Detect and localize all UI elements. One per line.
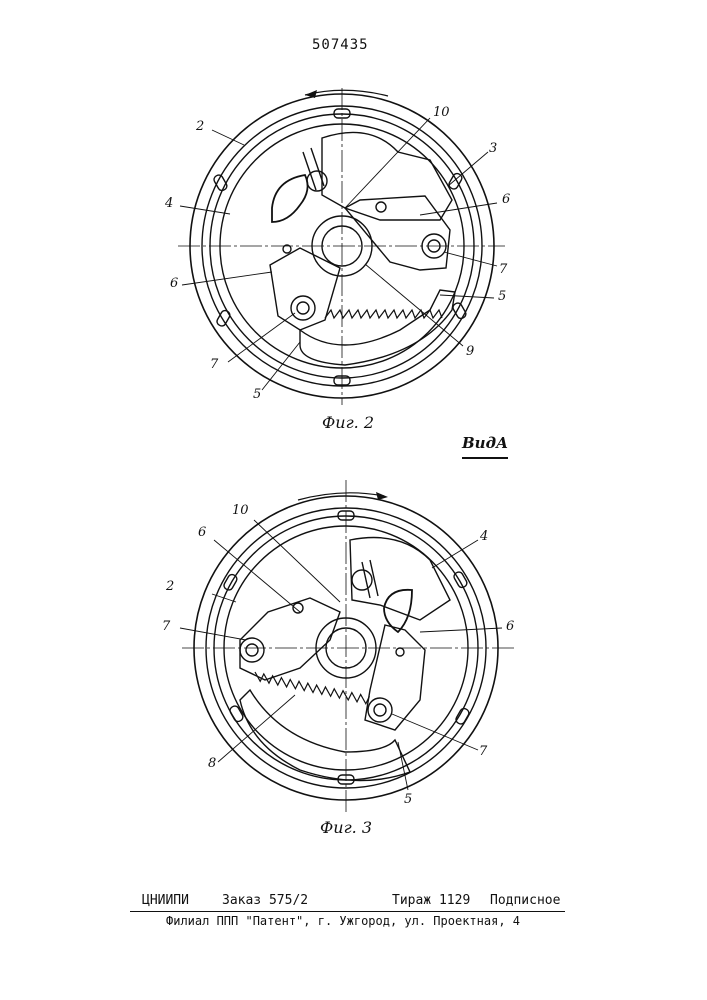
- fig2-caption: Фиг. 2: [322, 415, 374, 431]
- fig2-label-4: 4: [165, 197, 173, 210]
- fig2-label-6b: 6: [170, 277, 178, 290]
- footer-branch: Филиал ППП "Патент", г. Ужгород, ул. Про…: [166, 915, 520, 927]
- fig3-label-2: 2: [166, 580, 174, 593]
- fig3-caption: Фиг. 3: [320, 820, 372, 836]
- fig3-label-8: 8: [208, 757, 216, 770]
- footer-order: Заказ 575/2: [222, 894, 308, 907]
- footer-org: ЦНИИПИ: [142, 894, 189, 907]
- fig2-label-3: 3: [489, 142, 497, 155]
- fig2-label-5b: 5: [253, 388, 261, 401]
- fig3-label-7b: 7: [479, 745, 487, 758]
- figure-2-drawing: [178, 88, 505, 405]
- fig3-label-5: 5: [404, 793, 412, 806]
- fig2-label-10: 10: [433, 106, 450, 119]
- footer-divider: [130, 911, 565, 912]
- fig2-label-2: 2: [196, 120, 204, 133]
- footer-circulation: Тираж 1129: [392, 894, 470, 907]
- fig2-label-5a: 5: [498, 290, 506, 303]
- fig3-label-7a: 7: [162, 620, 170, 633]
- fig3-label-6a: 6: [198, 526, 206, 539]
- footer-subscription: Подписное: [490, 894, 560, 907]
- fig2-label-7b: 7: [210, 358, 218, 371]
- view-a-label: ВидА: [462, 436, 508, 459]
- fig2-label-7a: 7: [499, 263, 507, 276]
- fig3-label-4: 4: [480, 530, 488, 543]
- figure-3-drawing: [180, 480, 515, 815]
- fig2-label-6a: 6: [502, 193, 510, 206]
- fig3-label-10: 10: [232, 504, 249, 517]
- fig2-label-9: 9: [466, 345, 474, 358]
- fig3-label-6b: 6: [506, 620, 514, 633]
